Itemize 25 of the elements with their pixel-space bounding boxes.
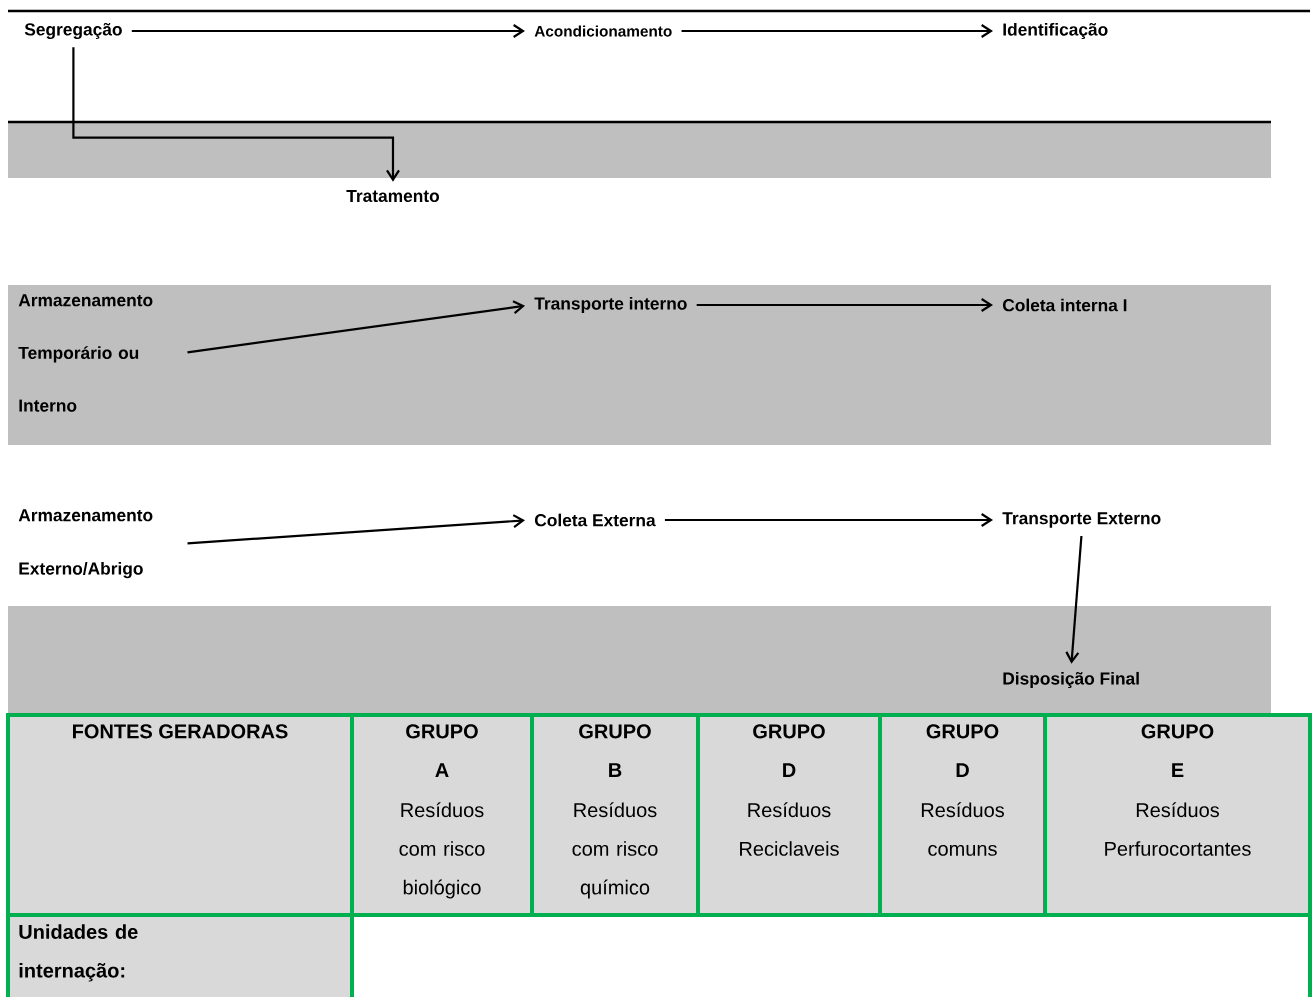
step-label: Acondicionamento (534, 25, 672, 37)
table-header-cell: GRUPO B Resíduos com risco químico (532, 715, 698, 915)
step-label: Disposição Final (1003, 671, 1139, 689)
arrow (1065, 535, 1083, 664)
step-label: Transporte interno (534, 296, 687, 314)
arrow (696, 298, 993, 312)
step-label: Coleta interna I (1003, 298, 1127, 312)
arrow (187, 300, 526, 354)
table-header-cell: GRUPO E Resíduos Perfurocortantes (1045, 715, 1310, 915)
step-label: Armazenamento Externo/Abrigo (18, 509, 153, 579)
step-label: Transporte Externo (1002, 512, 1161, 528)
arrow (681, 24, 993, 38)
arrow (72, 47, 400, 182)
table-header-cell: GRUPO D Resíduos comuns (880, 715, 1045, 915)
step-label: Identificação (1003, 22, 1108, 40)
arrow (664, 513, 993, 527)
step-label: Armazenamento Temporário ou Interno (18, 294, 153, 412)
table-header-cell: GRUPO D Resíduos Reciclaveis (698, 715, 880, 915)
step-label: Coleta Externa (535, 513, 656, 527)
table-cell: Unidades de internação: (8, 915, 352, 997)
step-label: Tratamento (346, 189, 439, 203)
step-label: Segregação (24, 22, 122, 40)
arrow (187, 514, 525, 545)
table-header-cell: GRUPO A Resíduos com risco biológico (352, 715, 532, 915)
arrow (131, 24, 525, 38)
